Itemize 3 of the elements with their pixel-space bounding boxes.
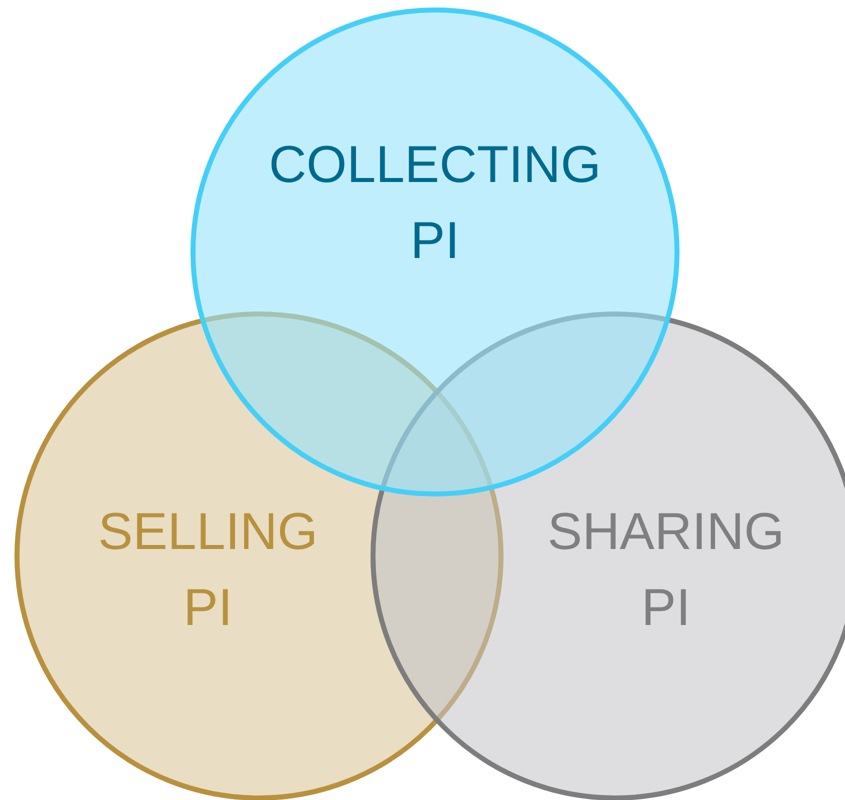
circle-label: COLLECTING PI — [268, 135, 602, 272]
circle-label: SELLING PI — [97, 502, 319, 639]
circle-label: SHARING PI — [546, 502, 786, 639]
